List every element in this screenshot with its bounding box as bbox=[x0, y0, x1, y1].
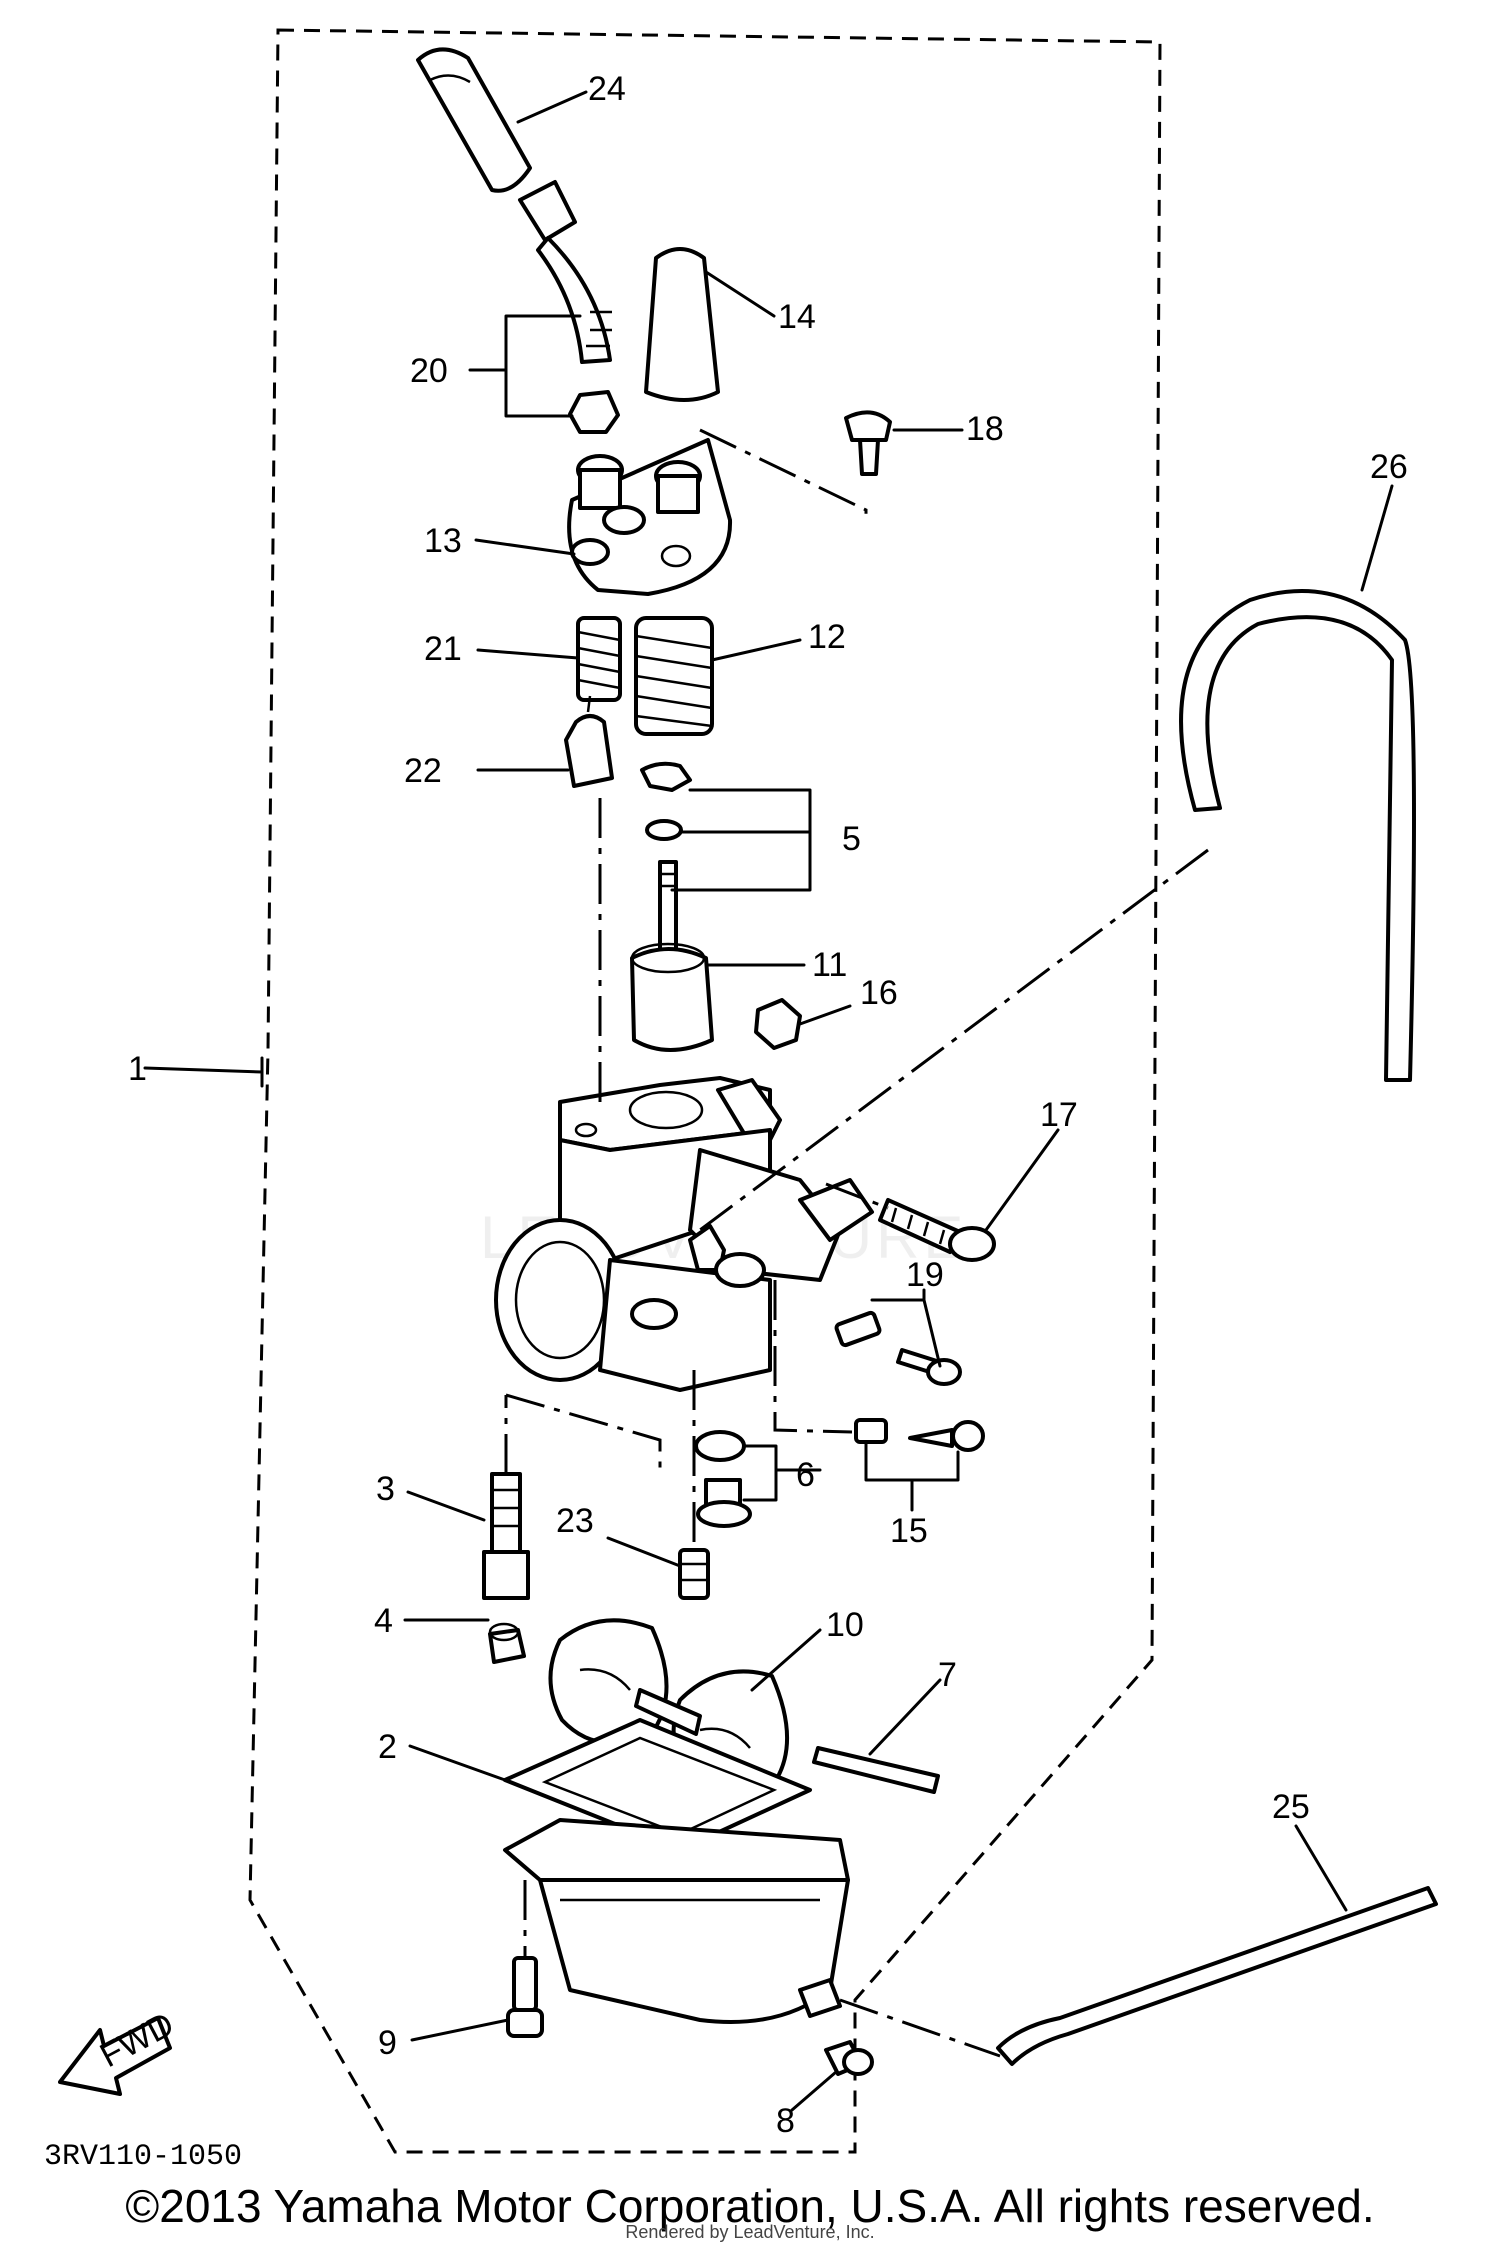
part-6-washer-plug bbox=[694, 1430, 752, 1528]
part-19-spring-screw bbox=[834, 1310, 962, 1386]
part-15-spring-screw bbox=[854, 1418, 985, 1452]
callout-4: 4 bbox=[374, 1602, 393, 1640]
part-20-bent-pipe bbox=[518, 180, 620, 434]
callout-19: 19 bbox=[906, 1256, 944, 1294]
centerline-25 bbox=[839, 1998, 1001, 2058]
callout-11: 11 bbox=[812, 946, 847, 984]
leader-16 bbox=[798, 1004, 852, 1026]
callout-25: 25 bbox=[1272, 1788, 1310, 1826]
part-16-nut bbox=[754, 998, 802, 1050]
callout-14: 14 bbox=[778, 298, 816, 336]
callout-20: 20 bbox=[410, 352, 448, 390]
callout-26: 26 bbox=[1370, 448, 1408, 486]
part-21-small-spring bbox=[576, 616, 622, 702]
part-1-carburetor-body bbox=[494, 1076, 874, 1392]
callout-24: 24 bbox=[588, 70, 626, 108]
leader-25 bbox=[1294, 1824, 1348, 1912]
centerline-17 bbox=[825, 1182, 889, 1210]
part-26-vent-hose bbox=[1179, 589, 1416, 1082]
callout-8: 8 bbox=[776, 2102, 795, 2140]
callout-18: 18 bbox=[966, 410, 1004, 448]
part-17-pilot-screw bbox=[878, 1198, 996, 1262]
part-24-hose-cap bbox=[416, 47, 532, 193]
part-13-mixing-chamber-top bbox=[567, 438, 733, 596]
callout-15: 15 bbox=[890, 1512, 928, 1550]
assembly-boundary bbox=[248, 28, 1162, 2154]
leader-26 bbox=[1360, 484, 1394, 592]
part-7-float-pin bbox=[812, 1746, 940, 1794]
callout-10: 10 bbox=[826, 1606, 864, 1644]
callout-17: 17 bbox=[1040, 1096, 1078, 1134]
leader-2 bbox=[408, 1744, 507, 1782]
leader-3 bbox=[406, 1490, 486, 1522]
copyright-notice: ©2013 Yamaha Motor Corporation, U.S.A. A… bbox=[125, 2180, 1375, 2232]
leader-17 bbox=[984, 1128, 1060, 1232]
part-4-main-jet bbox=[488, 1622, 526, 1664]
centerline-18 bbox=[699, 428, 868, 520]
callout-5: 5 bbox=[842, 820, 861, 858]
callout-16: 16 bbox=[860, 974, 898, 1012]
centerline-19 bbox=[773, 1280, 853, 1434]
callout-7: 7 bbox=[938, 1656, 957, 1694]
callout-3: 3 bbox=[376, 1470, 395, 1508]
leader-20 bbox=[468, 314, 582, 418]
leader-10 bbox=[750, 1628, 822, 1692]
leader-24 bbox=[516, 90, 588, 124]
fwd-arrow-icon: FWD bbox=[58, 2005, 180, 2096]
part-22-starter-plunger bbox=[564, 695, 614, 788]
callout-23: 23 bbox=[556, 1502, 594, 1540]
leader-19 bbox=[870, 1288, 942, 1368]
leader-21 bbox=[476, 648, 580, 660]
callout-13: 13 bbox=[424, 522, 462, 560]
centerline-3 bbox=[505, 1393, 662, 1470]
leader-12 bbox=[710, 638, 802, 662]
leader-6 bbox=[742, 1444, 822, 1502]
part-23-pilot-jet bbox=[678, 1548, 710, 1600]
callout-21: 21 bbox=[424, 630, 462, 668]
centerline-vent bbox=[699, 848, 1209, 1232]
leader-13 bbox=[474, 538, 576, 556]
leader-1 bbox=[143, 1056, 264, 1088]
leader-23 bbox=[606, 1536, 682, 1568]
leader-9 bbox=[410, 2018, 510, 2042]
part-float-chamber bbox=[503, 1818, 850, 2024]
leader-8 bbox=[790, 2070, 838, 2112]
callout-1: 1 bbox=[128, 1050, 147, 1088]
part-25-drain-hose bbox=[996, 1886, 1438, 2066]
part-11-throttle-valve bbox=[630, 860, 714, 1052]
rendered-by-note: Rendered by LeadVenture, Inc. bbox=[625, 2222, 875, 2242]
part-8-drain-screw bbox=[824, 2040, 874, 2076]
callout-12: 12 bbox=[808, 618, 846, 656]
part-9-screw bbox=[506, 1956, 544, 2038]
part-12-throttle-spring bbox=[634, 616, 714, 736]
leader-7 bbox=[868, 1678, 942, 1756]
part-14-rubber-cap bbox=[644, 247, 720, 402]
leader-5 bbox=[670, 788, 812, 892]
callout-6: 6 bbox=[796, 1456, 815, 1494]
part-3-needle-jet bbox=[482, 1472, 530, 1600]
leader-15 bbox=[864, 1442, 960, 1512]
leader-14 bbox=[704, 270, 776, 318]
part-5-clip-plate bbox=[640, 761, 692, 841]
callout-9: 9 bbox=[378, 2024, 397, 2062]
callout-22: 22 bbox=[404, 752, 442, 790]
part-18-screw bbox=[844, 410, 892, 476]
callout-2: 2 bbox=[378, 1728, 397, 1766]
drawing-code: 3RV110-1050 bbox=[44, 2140, 242, 2174]
